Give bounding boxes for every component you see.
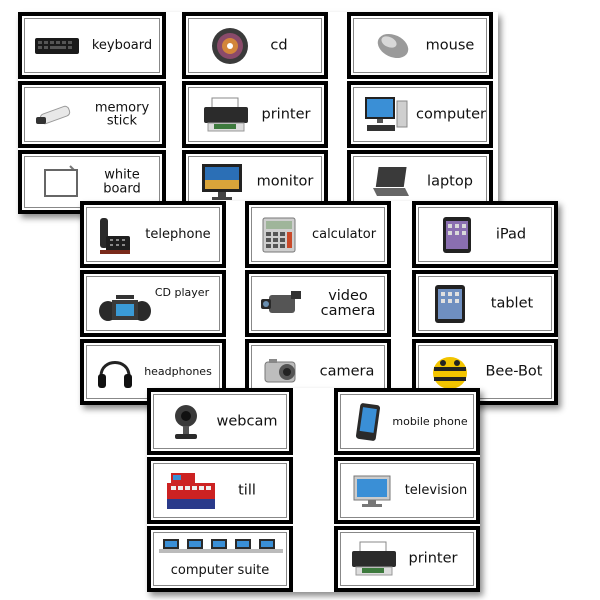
card-television: television	[334, 457, 480, 524]
whiteboard-icon	[44, 165, 78, 197]
card-webcam: webcam	[147, 388, 293, 455]
card-computer-suite: computer suite	[147, 526, 293, 592]
webcam-icon	[175, 404, 197, 439]
headphones-icon	[98, 361, 132, 388]
calculator-icon	[262, 217, 296, 252]
card-label: webcam	[216, 412, 278, 429]
ipad-icon	[443, 216, 471, 253]
card-till: till	[147, 457, 293, 524]
card-label: iPad	[495, 225, 527, 242]
card-label: cd	[270, 36, 288, 53]
card-calculator: calculator	[245, 201, 391, 268]
card-mouse: mouse	[347, 12, 493, 79]
card-label: printer	[408, 550, 458, 567]
card-printer: printer	[182, 81, 328, 148]
card-label: telephone	[145, 226, 211, 242]
card-label: memory stick	[94, 99, 150, 129]
card-label: calculator	[311, 226, 377, 242]
monitor-icon	[202, 164, 242, 200]
cd-icon	[212, 27, 248, 64]
printer-icon	[204, 97, 248, 131]
card-label: printer	[261, 105, 311, 122]
card-label: tablet	[490, 294, 534, 311]
card-label: monitor	[256, 173, 314, 190]
television-icon	[353, 475, 391, 507]
telephone-icon	[100, 217, 130, 254]
card-label: computer suite	[170, 562, 270, 578]
camera-icon	[264, 359, 296, 383]
card-label: mobile phone	[392, 414, 468, 428]
cd-player-icon	[99, 295, 151, 322]
computer-suite-icon	[159, 539, 283, 554]
card-ipad: iPad	[412, 201, 558, 268]
card-label: video camera	[320, 287, 376, 319]
mouse-icon	[377, 33, 409, 58]
card-label: white board	[103, 167, 141, 196]
printer-icon	[352, 541, 396, 576]
till-icon	[167, 472, 215, 509]
video-camera-icon	[261, 290, 301, 313]
card-label: till	[238, 481, 256, 498]
laptop-icon	[373, 167, 409, 196]
card-memory-stick: memory stick	[18, 81, 166, 148]
card-label: CD player	[154, 286, 210, 300]
card-label: mouse	[425, 36, 475, 53]
card-printer-2: printer	[334, 526, 480, 592]
mobile-phone-icon	[355, 402, 381, 441]
card-video-camera: video camera	[245, 270, 391, 337]
card-cd-player: CD player	[80, 270, 226, 337]
card-label: keyboard	[91, 37, 153, 53]
card-label: Bee-Bot	[485, 363, 543, 380]
card-computer: computer	[347, 81, 493, 148]
card-label: headphones	[144, 365, 212, 379]
card-label: computer	[416, 105, 486, 122]
memory-stick-icon	[36, 105, 71, 124]
computer-icon	[365, 96, 408, 131]
card-label: camera	[319, 363, 375, 380]
card-keyboard: keyboard	[18, 12, 166, 79]
card-cd: cd	[182, 12, 328, 79]
card-mobile-phone: mobile phone	[334, 388, 480, 455]
card-label: laptop	[427, 173, 473, 190]
keyboard-icon	[35, 37, 79, 54]
card-tablet: tablet	[412, 270, 558, 337]
card-label: television	[404, 482, 468, 498]
tablet-icon	[435, 284, 465, 323]
card-telephone: telephone	[80, 201, 226, 268]
bee-bot-icon	[433, 357, 467, 389]
